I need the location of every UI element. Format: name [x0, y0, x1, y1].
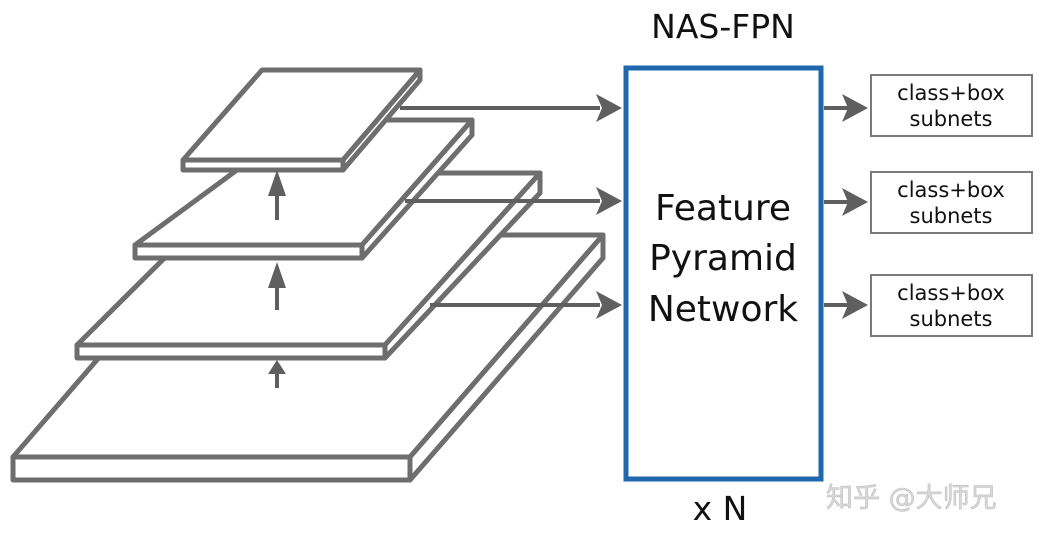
- subnet-box-2: class+box subnets: [870, 171, 1033, 234]
- fpn-label-line-2: Pyramid: [649, 238, 797, 279]
- right-arrow-icon: [596, 291, 622, 319]
- watermark: 知乎 @大师兄: [826, 483, 997, 514]
- subnet-box-3-frame: [870, 274, 1033, 337]
- layer-2-front-face: [132, 242, 365, 261]
- feature-layer-1: [180, 67, 423, 173]
- backbone-feature-layers: [10, 67, 606, 483]
- up-arrow-icon: [268, 262, 286, 288]
- subnet-3-line-1: class+box: [897, 281, 1005, 305]
- subnet-2-line-1: class+box: [897, 178, 1005, 202]
- feature-layer-2: [132, 117, 475, 261]
- subnet-box-3: class+box subnets: [870, 274, 1033, 337]
- right-arrow-icon: [842, 291, 868, 319]
- layer-3-front-face: [74, 342, 388, 361]
- right-arrow-icon: [596, 94, 622, 122]
- layer-4-front-face: [10, 454, 413, 483]
- repeat-label: x N: [693, 489, 748, 528]
- up-arrow-icon: [268, 360, 286, 374]
- fpn-label-line-1: Feature: [655, 188, 791, 229]
- layer-1-front-face: [180, 157, 346, 173]
- right-arrow-icon: [842, 94, 868, 122]
- subnet-box-1-frame: [870, 74, 1033, 137]
- fpn-label-line-3: Network: [648, 289, 798, 330]
- subnet-box-2-frame: [870, 171, 1033, 234]
- subnet-box-1: class+box subnets: [870, 74, 1033, 137]
- right-arrow-icon: [842, 188, 868, 216]
- right-arrow-icon: [596, 187, 622, 215]
- subnet-1-line-2: subnets: [910, 107, 993, 131]
- subnet-3-line-2: subnets: [910, 307, 993, 331]
- fpn-block: [623, 65, 824, 482]
- diagram-title: NAS-FPN: [651, 7, 795, 46]
- subnet-1-line-1: class+box: [897, 81, 1005, 105]
- up-arrow-icon: [268, 170, 286, 196]
- subnet-2-line-2: subnets: [910, 204, 993, 228]
